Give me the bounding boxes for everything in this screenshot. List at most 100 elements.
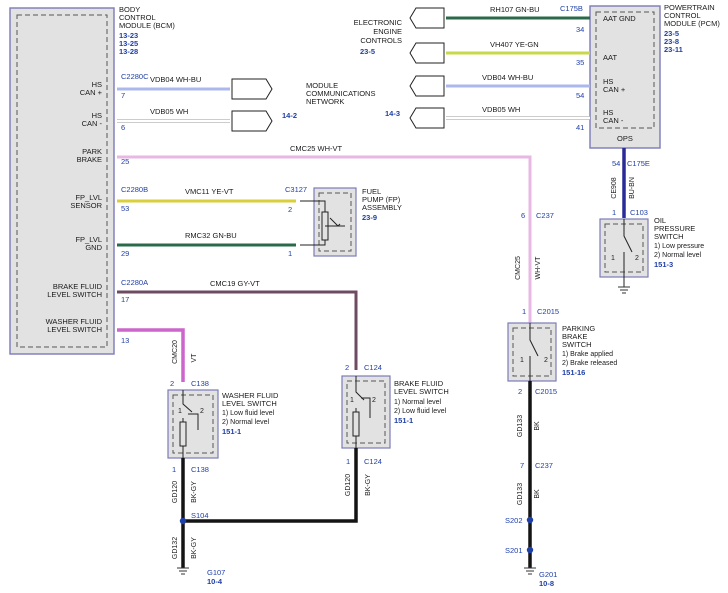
label-gd133-b: GD133	[517, 483, 524, 505]
bcm-label-hs-can-plus-2: CAN +	[80, 88, 103, 97]
mcn-left-title-3: NETWORK	[306, 97, 344, 106]
ops-title-2: PRESSURE	[654, 224, 695, 233]
ground-g201-ref[interactable]: 10-8	[539, 579, 554, 588]
ops-ref[interactable]: 151-3	[654, 260, 673, 269]
mcn-right-ref[interactable]: 14-3	[385, 109, 400, 118]
label-bkgy-b: BK-GY	[365, 474, 372, 496]
brake-fluid-title-2: LEVEL SWITCH	[394, 387, 449, 396]
brake-fluid-title-1: BRAKE FLUID	[394, 379, 444, 388]
washer-pin-top: 2	[170, 379, 174, 388]
parking-contact-2: 2	[544, 357, 548, 364]
splice-s201-label: S201	[505, 546, 523, 555]
parking-pin-top: 1	[522, 307, 526, 316]
label-rmc32: RMC32 GN-BU	[185, 231, 237, 240]
wire-gd120-brake-fluid[interactable]	[183, 448, 358, 523]
bcm-connector-c2280c: C2280C	[121, 72, 149, 81]
c237-pin-7: 7	[520, 461, 524, 470]
brake-fluid-contact-1: 1	[350, 397, 354, 404]
parking-switch-frame	[507, 322, 557, 382]
label-gd133-a: GD133	[517, 415, 524, 437]
ops-switch-symbol	[623, 219, 633, 287]
pcm-pin-41: 41	[576, 123, 584, 132]
ground-g201-name: G201	[539, 570, 557, 579]
label-gd120-a: GD120	[172, 481, 179, 503]
parking-title-2: BRAKE	[562, 332, 587, 341]
pcm-label-hs-can-minus-1: HS	[603, 108, 613, 117]
pcm-label-hs-can-minus-2: CAN -	[603, 116, 624, 125]
bcm-pin-13: 13	[121, 336, 129, 345]
fuel-pump-title-2: PUMP (FP)	[362, 195, 401, 204]
parking-brake-switch[interactable]	[507, 322, 557, 382]
ops-contact-2: 2	[635, 255, 639, 262]
brake-fluid-ref[interactable]: 151-1	[394, 416, 413, 425]
pcm-pin-34: 34	[576, 25, 584, 34]
fuel-pump-sender-symbol	[300, 200, 345, 246]
arrow-connector-aat-gnd	[409, 7, 445, 29]
washer-title-1: WASHER FLUID	[222, 391, 279, 400]
pcm-label-ops: OPS	[617, 134, 633, 143]
wire-cmc20[interactable]	[117, 328, 185, 382]
label-vdb05-left: VDB05 WH	[150, 107, 188, 116]
fuel-pump-title-3: ASSEMBLY	[362, 203, 402, 212]
pcm-ref-1[interactable]: 23-5	[664, 29, 679, 38]
bcm-connector-c2280b: C2280B	[121, 185, 148, 194]
bcm-ref-2[interactable]: 13-25	[119, 39, 138, 48]
washer-ref[interactable]: 151-1	[222, 427, 241, 436]
bcm-pin-53: 53	[121, 204, 129, 213]
brake-fluid-pin-bottom: 1	[346, 457, 350, 466]
washer-legend-2: 2) Normal level	[222, 419, 270, 426]
ops-legend-2: 2) Normal level	[654, 252, 702, 259]
label-vdb04-right: VDB04 WH-BU	[482, 73, 533, 82]
brake-fluid-legend-1: 1) Normal level	[394, 399, 442, 406]
bcm-ref-3[interactable]: 13-28	[119, 47, 138, 56]
pcm-ref-2[interactable]: 23-8	[664, 37, 679, 46]
mcn-left-ref[interactable]: 14-2	[282, 111, 297, 120]
fuel-pump-connector: C3127	[285, 185, 307, 194]
washer-pin-bottom: 1	[172, 465, 176, 474]
parking-legend-1: 1) Brake applied	[562, 351, 613, 358]
eec-ref[interactable]: 23-5	[360, 47, 375, 56]
brake-fluid-contact-2: 2	[372, 397, 376, 404]
label-bk-b: BK	[534, 489, 541, 499]
bcm-label-brake-fluid-1: BRAKE FLUID	[53, 282, 103, 291]
fuel-pump-ref[interactable]: 23-9	[362, 213, 377, 222]
bcm-title-1: BODY	[119, 5, 140, 14]
pcm-pin-54-can: 54	[576, 91, 584, 100]
ground-g107-ref[interactable]: 10-4	[207, 577, 223, 586]
washer-switch-symbol	[179, 390, 199, 458]
washer-fluid-level-switch[interactable]	[167, 389, 219, 459]
ground-g107-name: G107	[207, 568, 225, 577]
label-vh407: VH407 YE-GN	[490, 40, 539, 49]
pcm-title-2: CONTROL	[664, 11, 701, 20]
bcm-pin-17: 17	[121, 295, 129, 304]
brake-fluid-connector-top: C124	[364, 363, 382, 372]
label-gd132: GD132	[172, 537, 179, 559]
label-bu-bn: BU-BN	[629, 177, 636, 199]
oil-pressure-switch[interactable]	[599, 218, 649, 287]
bcm-connector-c2280a: C2280A	[121, 278, 148, 287]
pcm-module[interactable]	[589, 5, 661, 149]
brake-fluid-level-switch[interactable]	[341, 375, 391, 449]
parking-ref[interactable]: 151-16	[562, 368, 585, 377]
bcm-module[interactable]	[9, 7, 115, 355]
wire-cmc19[interactable]	[117, 290, 358, 370]
splice-s202-label: S202	[505, 516, 523, 525]
bcm-label-fp-lvl-sensor-1: FP_LVL	[75, 193, 102, 202]
parking-title-3: SWITCH	[562, 340, 592, 349]
brake-fluid-switch-inner-frame	[346, 380, 386, 444]
ops-legend-1: 1) Low pressure	[654, 243, 704, 250]
bcm-label-fp-lvl-gnd-1: FP_LVL	[75, 235, 102, 244]
bcm-ref-1[interactable]: 13-23	[119, 31, 138, 40]
wire-cmc25[interactable]	[117, 155, 532, 340]
fuel-pump-assembly[interactable]	[300, 187, 357, 257]
pcm-connector-c175b: C175B	[560, 4, 583, 13]
label-vmc11: VMC11 YE-VT	[185, 187, 234, 196]
bcm-inner-frame	[16, 14, 108, 348]
pcm-ref-3[interactable]: 23-11	[664, 45, 683, 54]
washer-connector-top: C138	[191, 379, 209, 388]
washer-legend-1: 1) Low fluid level	[222, 410, 275, 417]
bcm-label-washer-fluid-1: WASHER FLUID	[46, 317, 103, 326]
fuel-pump-inner-frame	[318, 192, 352, 252]
mcn-left-title-2: COMMUNICATIONS	[306, 89, 375, 98]
